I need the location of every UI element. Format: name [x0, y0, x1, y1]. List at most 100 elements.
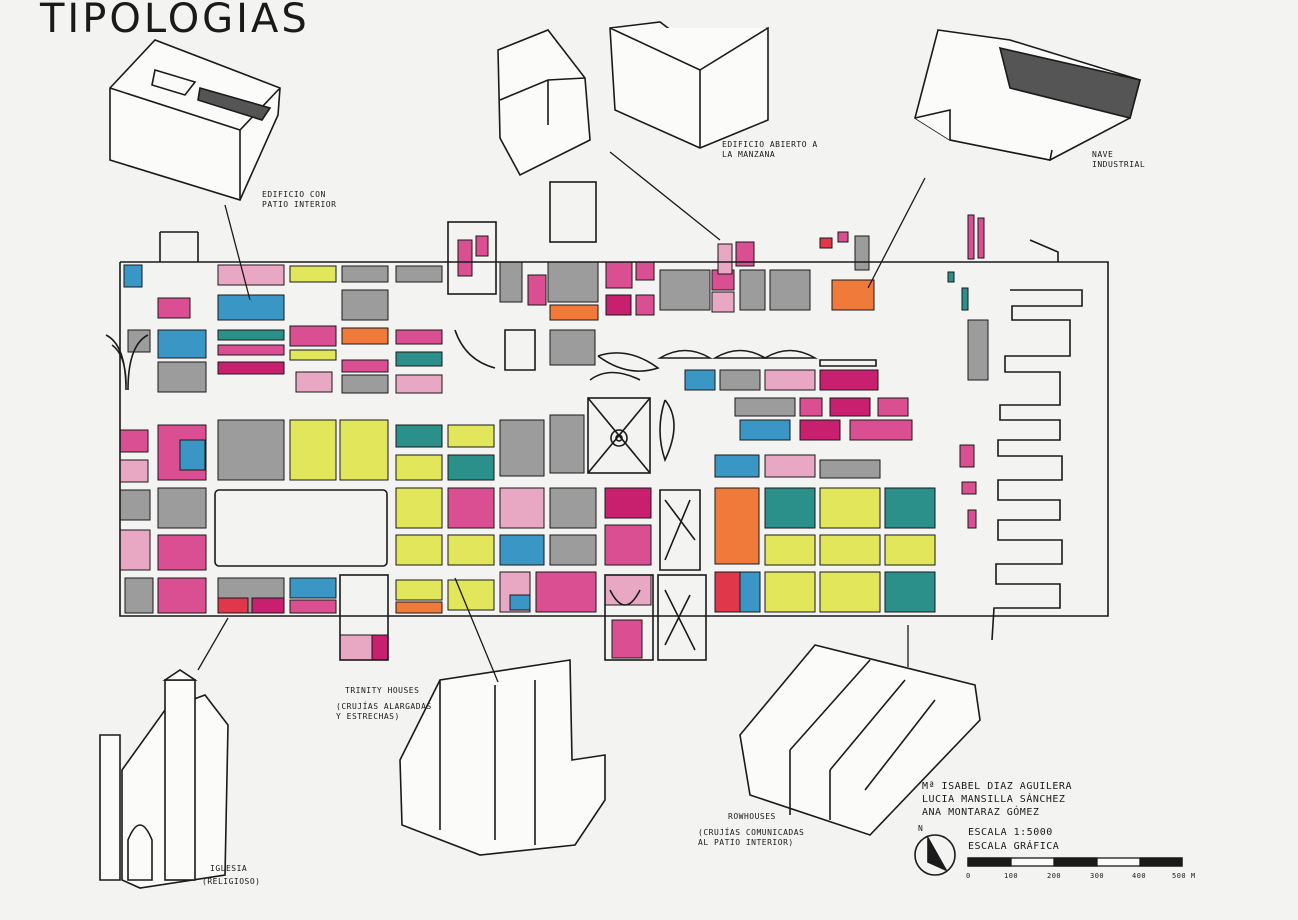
- city-blocks: [119, 214, 989, 661]
- scale-tick: 0: [966, 872, 971, 880]
- map-block: [549, 414, 585, 474]
- map-block: [119, 429, 149, 453]
- map-block: [739, 571, 761, 613]
- map-block: [831, 279, 875, 311]
- map-block: [395, 601, 443, 614]
- label-rowhouses: ROWHOUSES: [728, 812, 776, 821]
- map-block: [475, 235, 489, 257]
- map-block: [119, 529, 151, 571]
- credit-name: ANA MONTARAZ GÓMEZ: [922, 807, 1040, 818]
- label-trinity-note: (CRUJÍAS ALARGADAS Y ESTRECHAS): [336, 702, 432, 721]
- label-iglesia-note: (RELIGIOSO): [202, 877, 261, 886]
- park-curves: [105, 334, 149, 391]
- map-block: [764, 454, 816, 478]
- map-block: [961, 287, 969, 311]
- map-block: [764, 571, 816, 613]
- map-block: [289, 265, 337, 283]
- map-block: [217, 294, 285, 321]
- map-block: [295, 371, 333, 393]
- map-block: [509, 594, 531, 611]
- map-block: [769, 269, 811, 311]
- map-block: [499, 419, 545, 477]
- map-block: [341, 374, 389, 394]
- map-block: [499, 487, 545, 529]
- map-block: [447, 534, 495, 566]
- district-boundary: [119, 261, 1109, 617]
- scale-ratio: ESCALA 1:5000: [968, 827, 1053, 838]
- church-sketch: [99, 669, 229, 889]
- map-block: [549, 487, 597, 529]
- scale-tick: 500 m: [1172, 872, 1196, 880]
- page-title: TIPOLOGIAS: [40, 0, 310, 42]
- map-block: [289, 577, 337, 599]
- north-arrow-icon: [914, 834, 956, 876]
- trinity-sketch: [399, 659, 606, 856]
- map-block: [819, 487, 881, 529]
- map-block: [884, 571, 936, 613]
- scale-tick: 400: [1132, 872, 1147, 880]
- map-block: [499, 534, 545, 566]
- map-block: [961, 481, 977, 495]
- map-block: [457, 239, 473, 277]
- map-block: [447, 424, 495, 448]
- map-block: [124, 577, 154, 614]
- label-iglesia: IGLESIA: [210, 864, 248, 873]
- map-block: [217, 344, 285, 356]
- map-block: [549, 534, 597, 566]
- map-block: [764, 369, 816, 391]
- map-block: [179, 439, 206, 471]
- map-block: [157, 534, 207, 571]
- map-block: [549, 329, 596, 366]
- map-block: [217, 264, 285, 286]
- map-block: [735, 241, 755, 267]
- map-block: [341, 327, 389, 345]
- credit-name: Mª ISABEL DIAZ AGUILERA: [922, 781, 1072, 792]
- map-block: [499, 261, 523, 303]
- piers-right: [991, 289, 1083, 641]
- map-block: [341, 359, 389, 373]
- map-block: [289, 349, 337, 361]
- map-block: [447, 487, 495, 529]
- map-block: [799, 397, 823, 417]
- map-block: [289, 419, 337, 481]
- map-block: [217, 361, 285, 375]
- map-block: [447, 454, 495, 481]
- map-block: [395, 454, 443, 481]
- map-block: [659, 269, 711, 311]
- patio-building-sketch: [109, 39, 281, 201]
- map-block: [395, 579, 443, 601]
- map-block: [217, 329, 285, 341]
- map-block: [339, 419, 389, 481]
- label-abierto: EDIFICIO ABIERTO A LA MANZANA: [722, 140, 818, 159]
- credits: Mª ISABEL DIAZ AGUILERA LUCIA MANSILLA S…: [922, 780, 1072, 819]
- scale-bar: [967, 857, 1183, 867]
- building-sketches: [99, 21, 1141, 889]
- map-block: [217, 597, 249, 614]
- label-rowhouses-note: (CRUJÍAS COMUNICADAS AL PATIO INTERIOR): [698, 828, 805, 847]
- map-block: [535, 571, 597, 613]
- north-label: N: [918, 824, 924, 833]
- map-block: [604, 524, 652, 566]
- map-block: [739, 419, 791, 441]
- map-block: [764, 534, 816, 566]
- map-block: [395, 374, 443, 394]
- map-block: [884, 534, 936, 566]
- industrial-sketch: [914, 29, 1141, 161]
- map-block: [734, 397, 796, 417]
- leader-lines: [197, 151, 926, 683]
- map-block: [829, 397, 871, 417]
- map-block: [877, 397, 909, 417]
- map-block: [341, 265, 389, 283]
- scale-tick: 200: [1047, 872, 1062, 880]
- map-block: [395, 487, 443, 529]
- map-block: [739, 269, 766, 311]
- map-block: [977, 217, 985, 259]
- map-block: [127, 329, 151, 353]
- map-block: [251, 597, 285, 614]
- map-block: [967, 319, 989, 381]
- map-block: [371, 634, 389, 661]
- map-block: [157, 577, 207, 614]
- map-block: [819, 571, 881, 613]
